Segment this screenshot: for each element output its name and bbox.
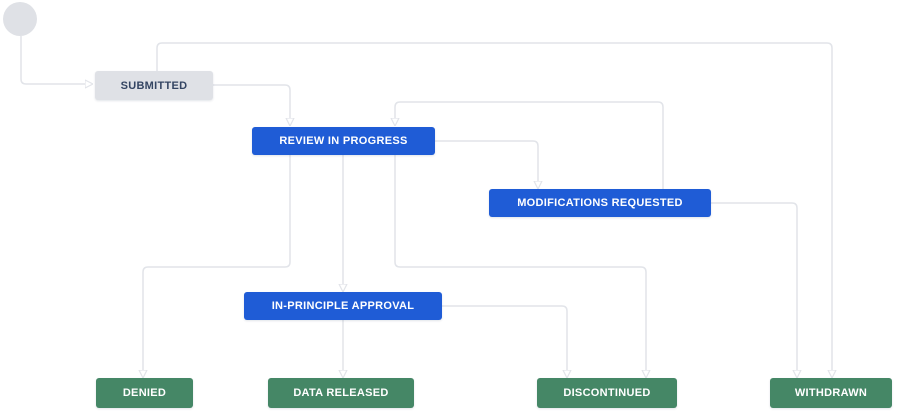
status-node-submitted[interactable]: SUBMITTED — [95, 71, 213, 100]
status-node-label: SUBMITTED — [120, 79, 188, 92]
status-node-label: REVIEW IN PROGRESS — [279, 135, 408, 147]
status-node-label: MODIFICATIONS REQUESTED — [517, 197, 683, 209]
status-node-discontinued[interactable]: DISCONTINUED — [537, 378, 677, 408]
edge-review-in-progress-to-modifications-requested[interactable] — [435, 140, 538, 181]
edge-review-in-progress-to-discontinued[interactable] — [394, 155, 646, 370]
edge-submitted-to-review-in-progress[interactable] — [213, 84, 290, 118]
status-node-in-principle-approval[interactable]: IN-PRINCIPLE APPROVAL — [244, 292, 442, 320]
status-node-label: DENIED — [122, 387, 167, 399]
status-node-withdrawn[interactable]: WITHDRAWN — [770, 378, 892, 408]
edge-submitted-to-withdrawn[interactable] — [156, 42, 832, 370]
start-node-circle[interactable] — [3, 2, 37, 36]
status-node-denied[interactable]: DENIED — [96, 378, 193, 408]
status-node-data-released[interactable]: DATA RELEASED — [268, 378, 414, 408]
status-node-label: DATA RELEASED — [293, 387, 389, 399]
edge-start-to-submitted[interactable] — [20, 36, 85, 84]
status-node-label: WITHDRAWN — [794, 387, 868, 399]
edge-in-principle-approval-to-discontinued[interactable] — [442, 305, 567, 370]
edge-modifications-requested-to-withdrawn[interactable] — [711, 202, 797, 370]
status-node-label: IN-PRINCIPLE APPROVAL — [271, 300, 415, 312]
status-node-modifications-requested[interactable]: MODIFICATIONS REQUESTED — [489, 189, 711, 217]
status-node-review-in-progress[interactable]: REVIEW IN PROGRESS — [252, 127, 435, 155]
edge-review-in-progress-to-denied[interactable] — [143, 155, 291, 370]
status-node-label: DISCONTINUED — [563, 387, 651, 399]
edge-modifications-requested-to-review-in-progress[interactable] — [395, 101, 664, 189]
